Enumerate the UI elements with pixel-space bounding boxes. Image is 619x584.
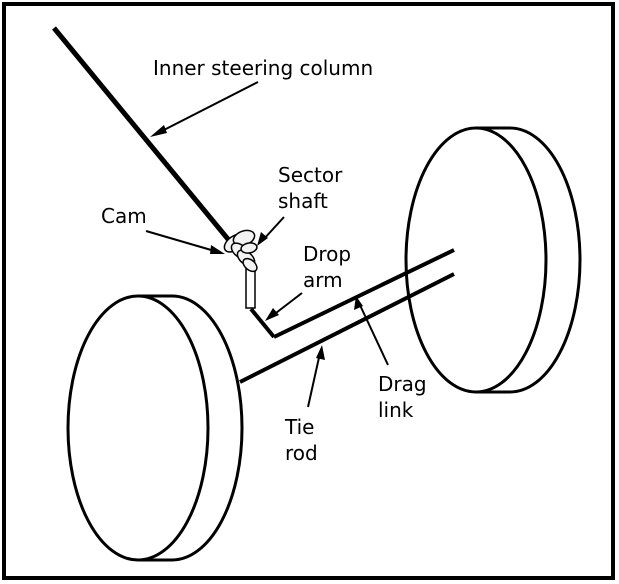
arrowhead-tie-rod: [316, 345, 325, 360]
arrowheads: [150, 125, 363, 360]
label-drag-link-line1: Drag: [378, 372, 427, 396]
label-inner-steering-column: Inner steering column: [153, 56, 374, 80]
label-sector-shaft-line2: shaft: [278, 189, 328, 213]
label-drop-arm-line1: Drop: [303, 242, 352, 266]
arrowhead-inner-steering-column: [150, 125, 167, 137]
arrowhead-drag-link: [354, 296, 363, 310]
arrow-sector-shaft: [262, 216, 285, 241]
label-sector-shaft-line1: Sector: [278, 163, 343, 187]
arrow-cam: [145, 230, 219, 253]
arrow-tie-rod: [307, 352, 321, 408]
label-drag-link: Drag link: [378, 371, 427, 423]
label-drop-arm: Drop arm: [303, 241, 351, 293]
arrowhead-drop-arm: [265, 308, 279, 321]
arrow-drag-link: [358, 302, 389, 366]
drag-link: [273, 248, 455, 339]
label-tie-rod-line2: rod: [285, 441, 318, 465]
inner-steering-column: [52, 26, 234, 246]
label-tie-rod: Tie rod: [285, 414, 318, 466]
left-wheel: [66, 294, 244, 562]
arrow-inner-steering-column: [157, 81, 259, 134]
tie-rod: [239, 272, 455, 384]
label-drag-link-line2: link: [378, 398, 414, 422]
label-drop-arm-line2: arm: [303, 268, 343, 292]
label-tie-rod-line1: Tie: [285, 415, 315, 439]
right-wheel: [404, 126, 582, 394]
label-cam: Cam: [101, 204, 147, 228]
arrowhead-cam: [210, 245, 225, 254]
cam-gear: [223, 229, 258, 273]
label-sector-shaft: Sector shaft: [278, 162, 342, 214]
arrowhead-sector-shaft: [257, 232, 268, 246]
annotation-arrows: [145, 81, 389, 408]
arrow-drop-arm: [271, 292, 303, 317]
drop-arm: [249, 307, 276, 339]
